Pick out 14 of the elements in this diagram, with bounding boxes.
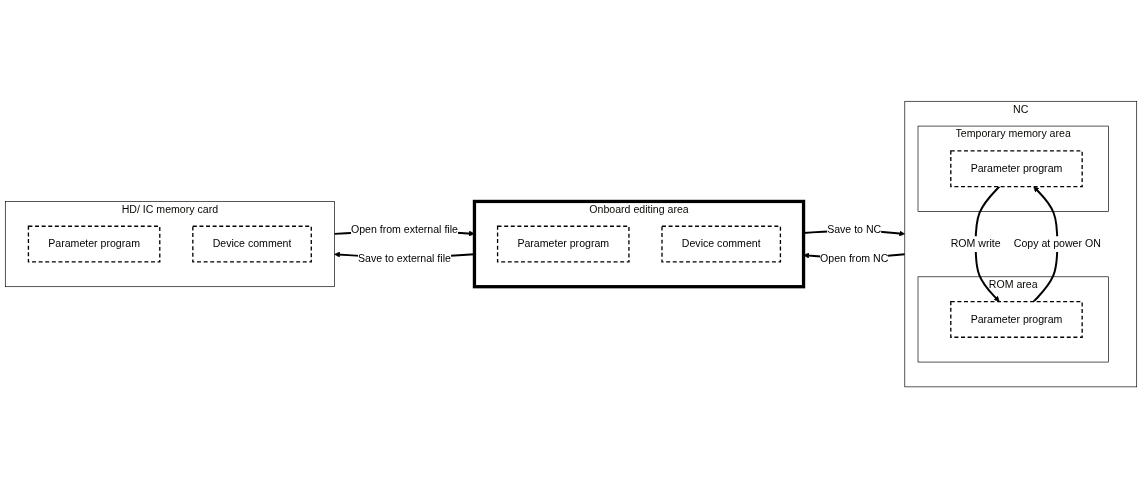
node-box: Parameter program [950, 150, 1083, 188]
edge-label: ROM write [950, 238, 1001, 250]
edge-label: Save to external file [357, 252, 451, 264]
edge-label: Copy at power ON [1013, 238, 1101, 250]
node-box: Parameter program [496, 225, 630, 263]
arrow [974, 185, 1001, 302]
node-box: Parameter program [950, 300, 1083, 338]
arrow [1032, 186, 1059, 303]
edge-label: Open from external file [350, 223, 458, 235]
node-box: Device comment [192, 225, 312, 263]
node-box: Parameter program [27, 225, 161, 263]
edge-label: Open from NC [820, 252, 889, 264]
node-box: Device comment [661, 225, 782, 263]
edge-label: Save to NC [827, 223, 882, 235]
